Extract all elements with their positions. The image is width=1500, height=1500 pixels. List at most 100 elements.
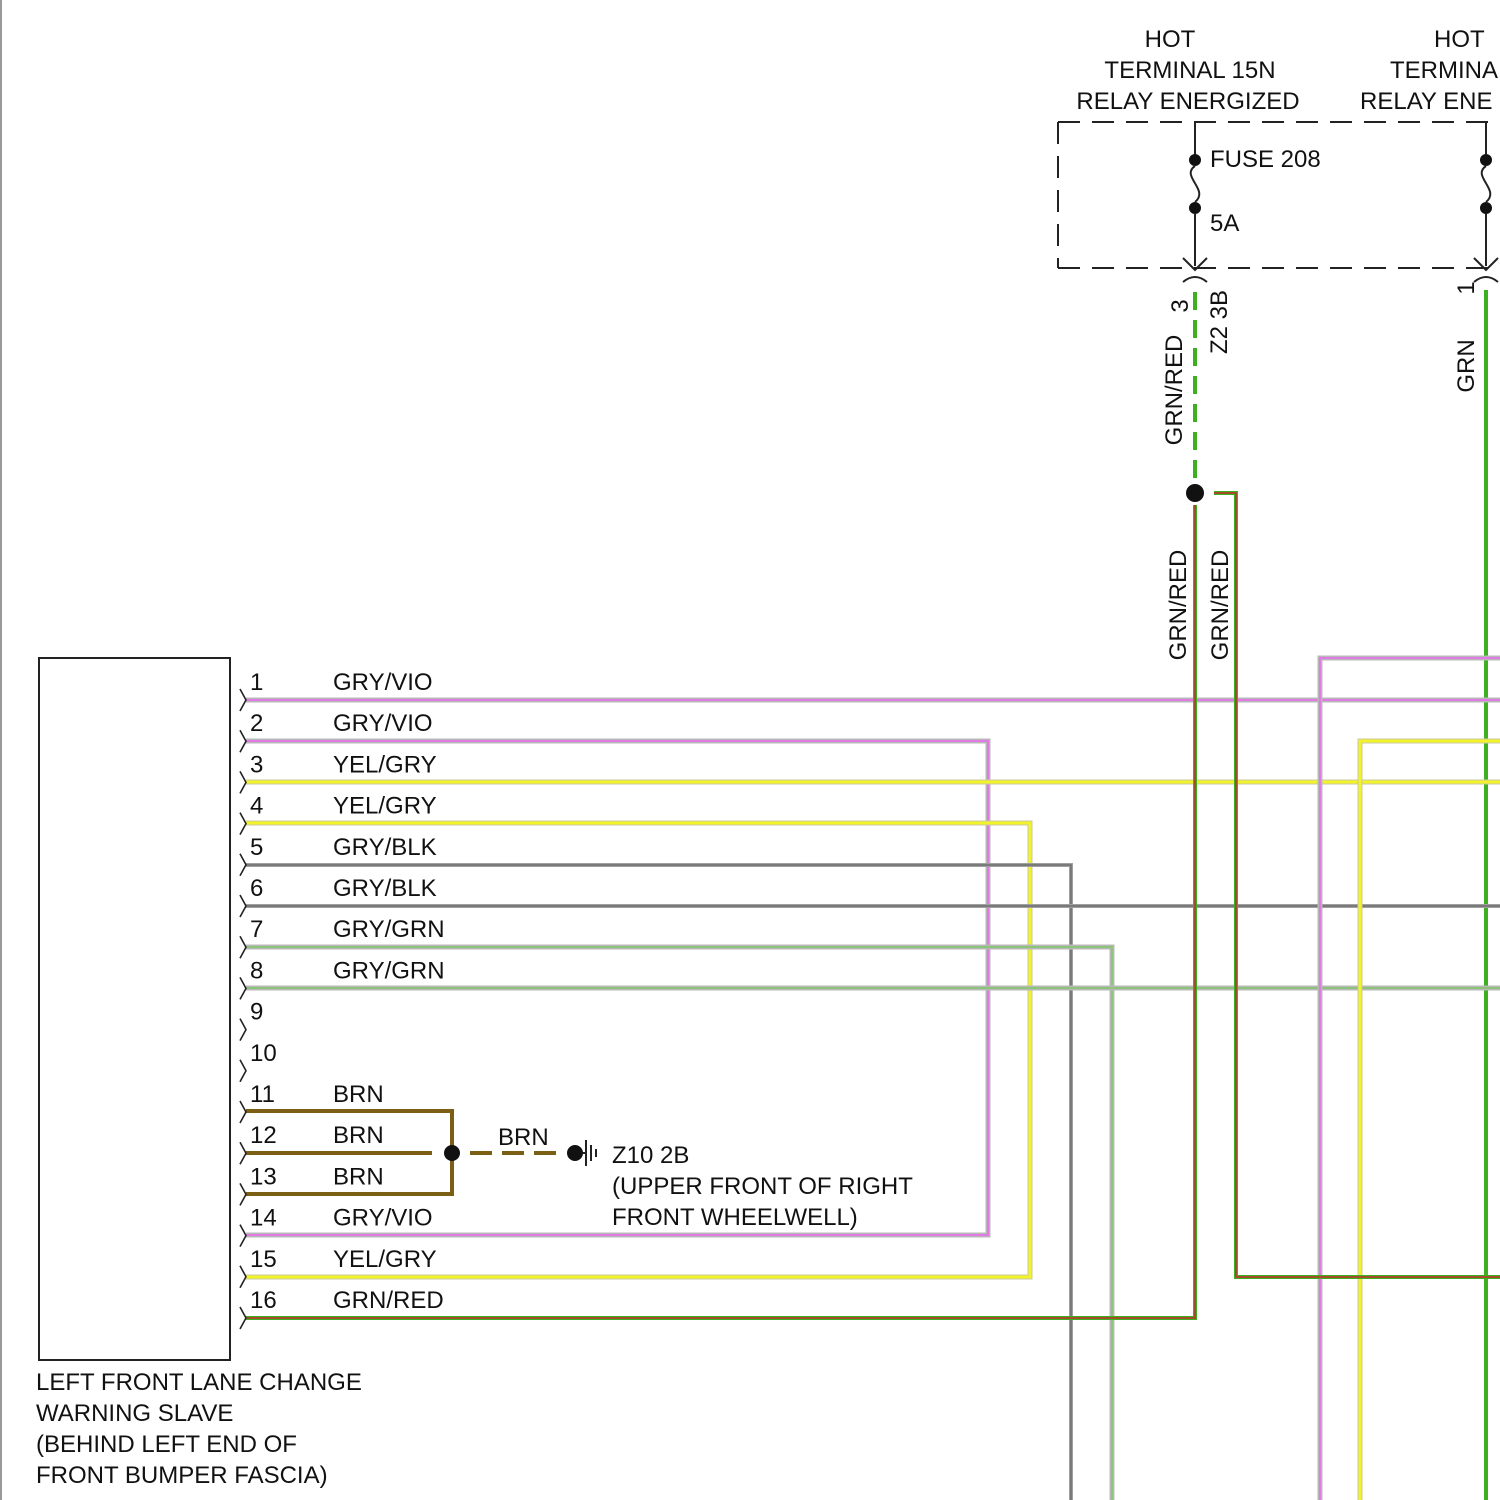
pin-terminal-2 <box>240 730 246 752</box>
connector-pin-5: 5 GRY/BLK <box>240 834 437 876</box>
pin-wire-color: GRY/VIO <box>333 1205 433 1232</box>
pin-wire-color: GRY/BLK <box>333 875 437 902</box>
pin-number: 13 <box>250 1163 277 1190</box>
pin-wire-color: GRY/VIO <box>333 669 433 696</box>
pin-number: 7 <box>250 916 263 943</box>
pin-terminal-9 <box>240 1019 246 1041</box>
hot-label-left: HOT TERMINAL 15N RELAY ENERGIZED <box>1076 26 1299 115</box>
component-line4: FRONT BUMPER FASCIA) <box>36 1462 328 1489</box>
hot-label-right: HOT TERMINA RELAY ENE <box>1360 26 1498 115</box>
hot-right-line2: TERMINA <box>1390 57 1498 84</box>
ground-id: Z10 2B <box>612 1142 689 1169</box>
component-line2: WARNING SLAVE <box>36 1400 233 1427</box>
connector-pin-10: 10 <box>240 1040 277 1082</box>
connector-pin-3: 3 YEL/GRY <box>240 751 437 793</box>
pin-number: 5 <box>250 834 263 861</box>
pin-number: 11 <box>250 1081 275 1108</box>
connector-pin-8: 8 GRY/GRN <box>240 957 445 999</box>
connector-pin-4: 4 YEL/GRY <box>240 793 437 835</box>
fuse-right-symbol <box>1474 122 1498 270</box>
connector-pin-2: 2 GRY/VIO <box>240 710 433 752</box>
pin-number: 3 <box>250 751 263 778</box>
pin-number: 15 <box>250 1246 277 1273</box>
connector-pin-7: 7 GRY/GRN <box>240 916 445 958</box>
pin-number: 12 <box>250 1122 277 1149</box>
fuse-208-symbol <box>1183 122 1207 270</box>
pin-terminal-7 <box>240 936 246 958</box>
connector-pin-13: 13 BRN <box>240 1163 384 1205</box>
wire-label-splice-right: GRN/RED <box>1207 550 1234 661</box>
pin-number: 6 <box>250 875 263 902</box>
pin-number: 2 <box>250 710 263 737</box>
pin-number: 1 <box>250 669 263 696</box>
fuse-out-connector-right <box>1474 277 1498 282</box>
fuse-pin-right: 1 <box>1453 281 1480 294</box>
pin-wire-color: BRN <box>333 1081 384 1108</box>
ground-icon <box>583 1140 596 1166</box>
pin-wire-color: GRN/RED <box>333 1287 444 1314</box>
fuse-rating: 5A <box>1210 210 1239 237</box>
connector-pin-16: 16 GRN/RED <box>240 1287 444 1329</box>
connector-pin-12: 12 BRN <box>240 1122 384 1164</box>
pin-terminal-6 <box>240 895 246 917</box>
wire-label-splice-left: GRN/RED <box>1165 550 1192 661</box>
component-line1: LEFT FRONT LANE CHANGE <box>36 1369 362 1396</box>
pin-wire-color: GRY/GRN <box>333 916 445 943</box>
pin-terminal-15 <box>240 1266 246 1288</box>
pin-terminal-5 <box>240 854 246 876</box>
fuse-connector-id: Z2 3B <box>1206 290 1233 354</box>
pin-number: 10 <box>250 1040 277 1067</box>
pin-wire-color: YEL/GRY <box>333 793 437 820</box>
pin-terminal-16 <box>240 1307 246 1329</box>
pin-number: 9 <box>250 999 263 1026</box>
fuse-name: FUSE 208 <box>1210 146 1321 173</box>
pin-terminal-12 <box>240 1142 246 1164</box>
hot-left-line2: TERMINAL 15N <box>1104 57 1275 84</box>
ground-location-line2: FRONT WHEELWELL) <box>612 1204 858 1231</box>
splice-point <box>1186 484 1204 502</box>
pin-wire-color: GRY/BLK <box>333 834 437 861</box>
pin-wire-color: GRY/VIO <box>333 710 433 737</box>
pin-terminal-4 <box>240 813 246 835</box>
connector-pin-9: 9 <box>240 999 263 1041</box>
pin-terminal-11 <box>240 1101 246 1123</box>
pin-wire-color: BRN <box>333 1163 384 1190</box>
pin-wire-color: GRY/GRN <box>333 957 445 984</box>
hot-left-line3: RELAY ENERGIZED <box>1076 88 1299 115</box>
pin-number: 8 <box>250 957 263 984</box>
fuse-pin-left: 3 <box>1167 299 1194 312</box>
hot-left-line1: HOT <box>1145 26 1196 53</box>
ground-eyelet <box>567 1145 583 1161</box>
connector-pin-1: 1 GRY/VIO <box>240 669 433 711</box>
pin-terminal-8 <box>240 977 246 999</box>
pin-wire-color: BRN <box>333 1122 384 1149</box>
fuse-box-outline <box>1058 122 1500 268</box>
wire-label-right-feed: GRN <box>1453 339 1480 392</box>
connector-pin-11: 11 BRN <box>240 1081 384 1123</box>
hot-right-line1: HOT <box>1434 26 1485 53</box>
ground-wire-label: BRN <box>498 1124 549 1151</box>
connector-pin-14: 14 GRY/VIO <box>240 1205 433 1247</box>
pin-terminal-14 <box>240 1225 246 1247</box>
wire-splice-right <box>1214 493 1500 1277</box>
pin-number: 16 <box>250 1287 277 1314</box>
ground-splice-point <box>444 1145 460 1161</box>
connector-pin-15: 15 YEL/GRY <box>240 1246 437 1288</box>
wire-label-fuse-out: GRN/RED <box>1161 335 1188 446</box>
pin-terminal-1 <box>240 689 246 711</box>
pin-wire-color: YEL/GRY <box>333 751 437 778</box>
component-label: LEFT FRONT LANE CHANGE WARNING SLAVE (BE… <box>36 1369 362 1489</box>
wire-right-yellow <box>1360 741 1500 1500</box>
lane-change-warning-slave-module <box>39 658 230 1360</box>
pin-number: 14 <box>250 1205 277 1232</box>
pin-terminal-3 <box>240 771 246 793</box>
pin-terminal-10 <box>240 1060 246 1082</box>
hot-right-line3: RELAY ENE <box>1360 88 1493 115</box>
pin-terminal-13 <box>240 1183 246 1205</box>
wire-group <box>246 493 1500 1500</box>
pin-number: 4 <box>250 793 263 820</box>
component-line3: (BEHIND LEFT END OF <box>36 1431 297 1458</box>
pin-wire-color: YEL/GRY <box>333 1246 437 1273</box>
